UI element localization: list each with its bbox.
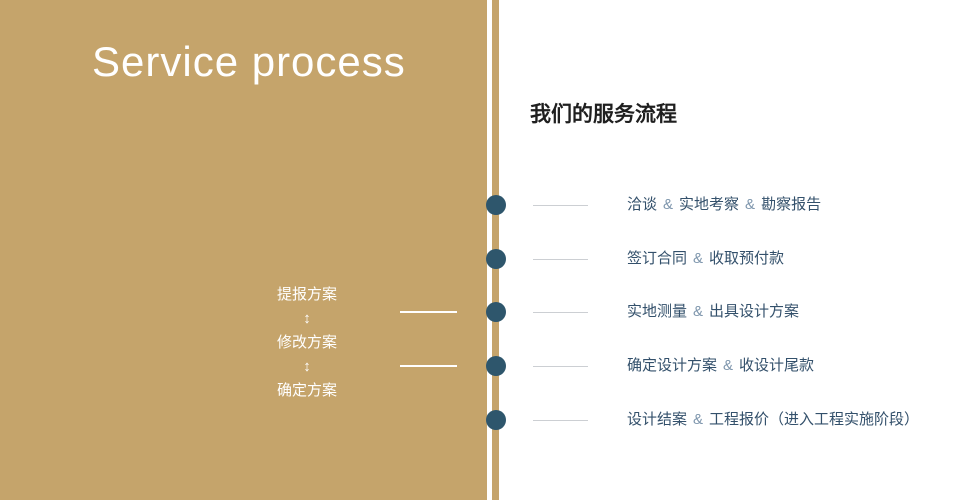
revision-flow: 提报方案 ↕ 修改方案 ↕ 确定方案 <box>252 283 362 403</box>
flow-step-label: 确定方案 <box>276 382 337 399</box>
up-down-arrow-icon: ↕ <box>303 310 311 327</box>
step-text-part: 确定设计方案 <box>627 357 718 374</box>
step-text-part: 出具设计方案 <box>709 303 800 320</box>
step-item: 确定设计方案&收设计尾款 <box>627 356 814 376</box>
step-text-part: 签订合同 <box>627 250 688 267</box>
ampersand: & <box>723 357 734 374</box>
step-text-part: 收取预付款 <box>709 250 785 267</box>
step-item: 设计结案&工程报价（进入工程实施阶段） <box>627 410 919 430</box>
step-text-part: 工程报价（进入工程实施阶段） <box>709 411 920 428</box>
step-text-part: 实地测量 <box>627 303 688 320</box>
step-item: 洽谈&实地考察&勘察报告 <box>627 195 821 215</box>
left-gold-panel <box>0 0 487 500</box>
flow-step-label: 修改方案 <box>276 334 337 351</box>
connector-line <box>400 311 457 313</box>
page-title: Service process <box>92 38 406 85</box>
ampersand: & <box>693 250 704 267</box>
ampersand: & <box>693 303 704 320</box>
timeline-dot <box>486 195 506 215</box>
step-tick-line <box>533 259 588 260</box>
step-text-part: 设计结案 <box>627 411 688 428</box>
timeline-dot <box>486 410 506 430</box>
connector-line <box>400 365 457 367</box>
step-tick-line <box>533 312 588 313</box>
ampersand: & <box>663 196 674 213</box>
step-tick-line <box>533 420 588 421</box>
flow-step-label: 提报方案 <box>276 286 337 303</box>
section-heading: 我们的服务流程 <box>530 103 677 126</box>
timeline-dot <box>486 356 506 376</box>
step-text-part: 洽谈 <box>627 196 658 213</box>
step-item: 签订合同&收取预付款 <box>627 249 784 269</box>
ampersand: & <box>693 411 704 428</box>
ampersand: & <box>745 196 756 213</box>
step-item: 实地测量&出具设计方案 <box>627 302 799 322</box>
timeline-dot <box>486 249 506 269</box>
timeline-dot <box>486 302 506 322</box>
step-tick-line <box>533 205 588 206</box>
step-tick-line <box>533 366 588 367</box>
step-text-part: 实地考察 <box>679 196 740 213</box>
step-text-part: 收设计尾款 <box>739 357 815 374</box>
step-text-part: 勘察报告 <box>761 196 822 213</box>
up-down-arrow-icon: ↕ <box>303 358 311 375</box>
